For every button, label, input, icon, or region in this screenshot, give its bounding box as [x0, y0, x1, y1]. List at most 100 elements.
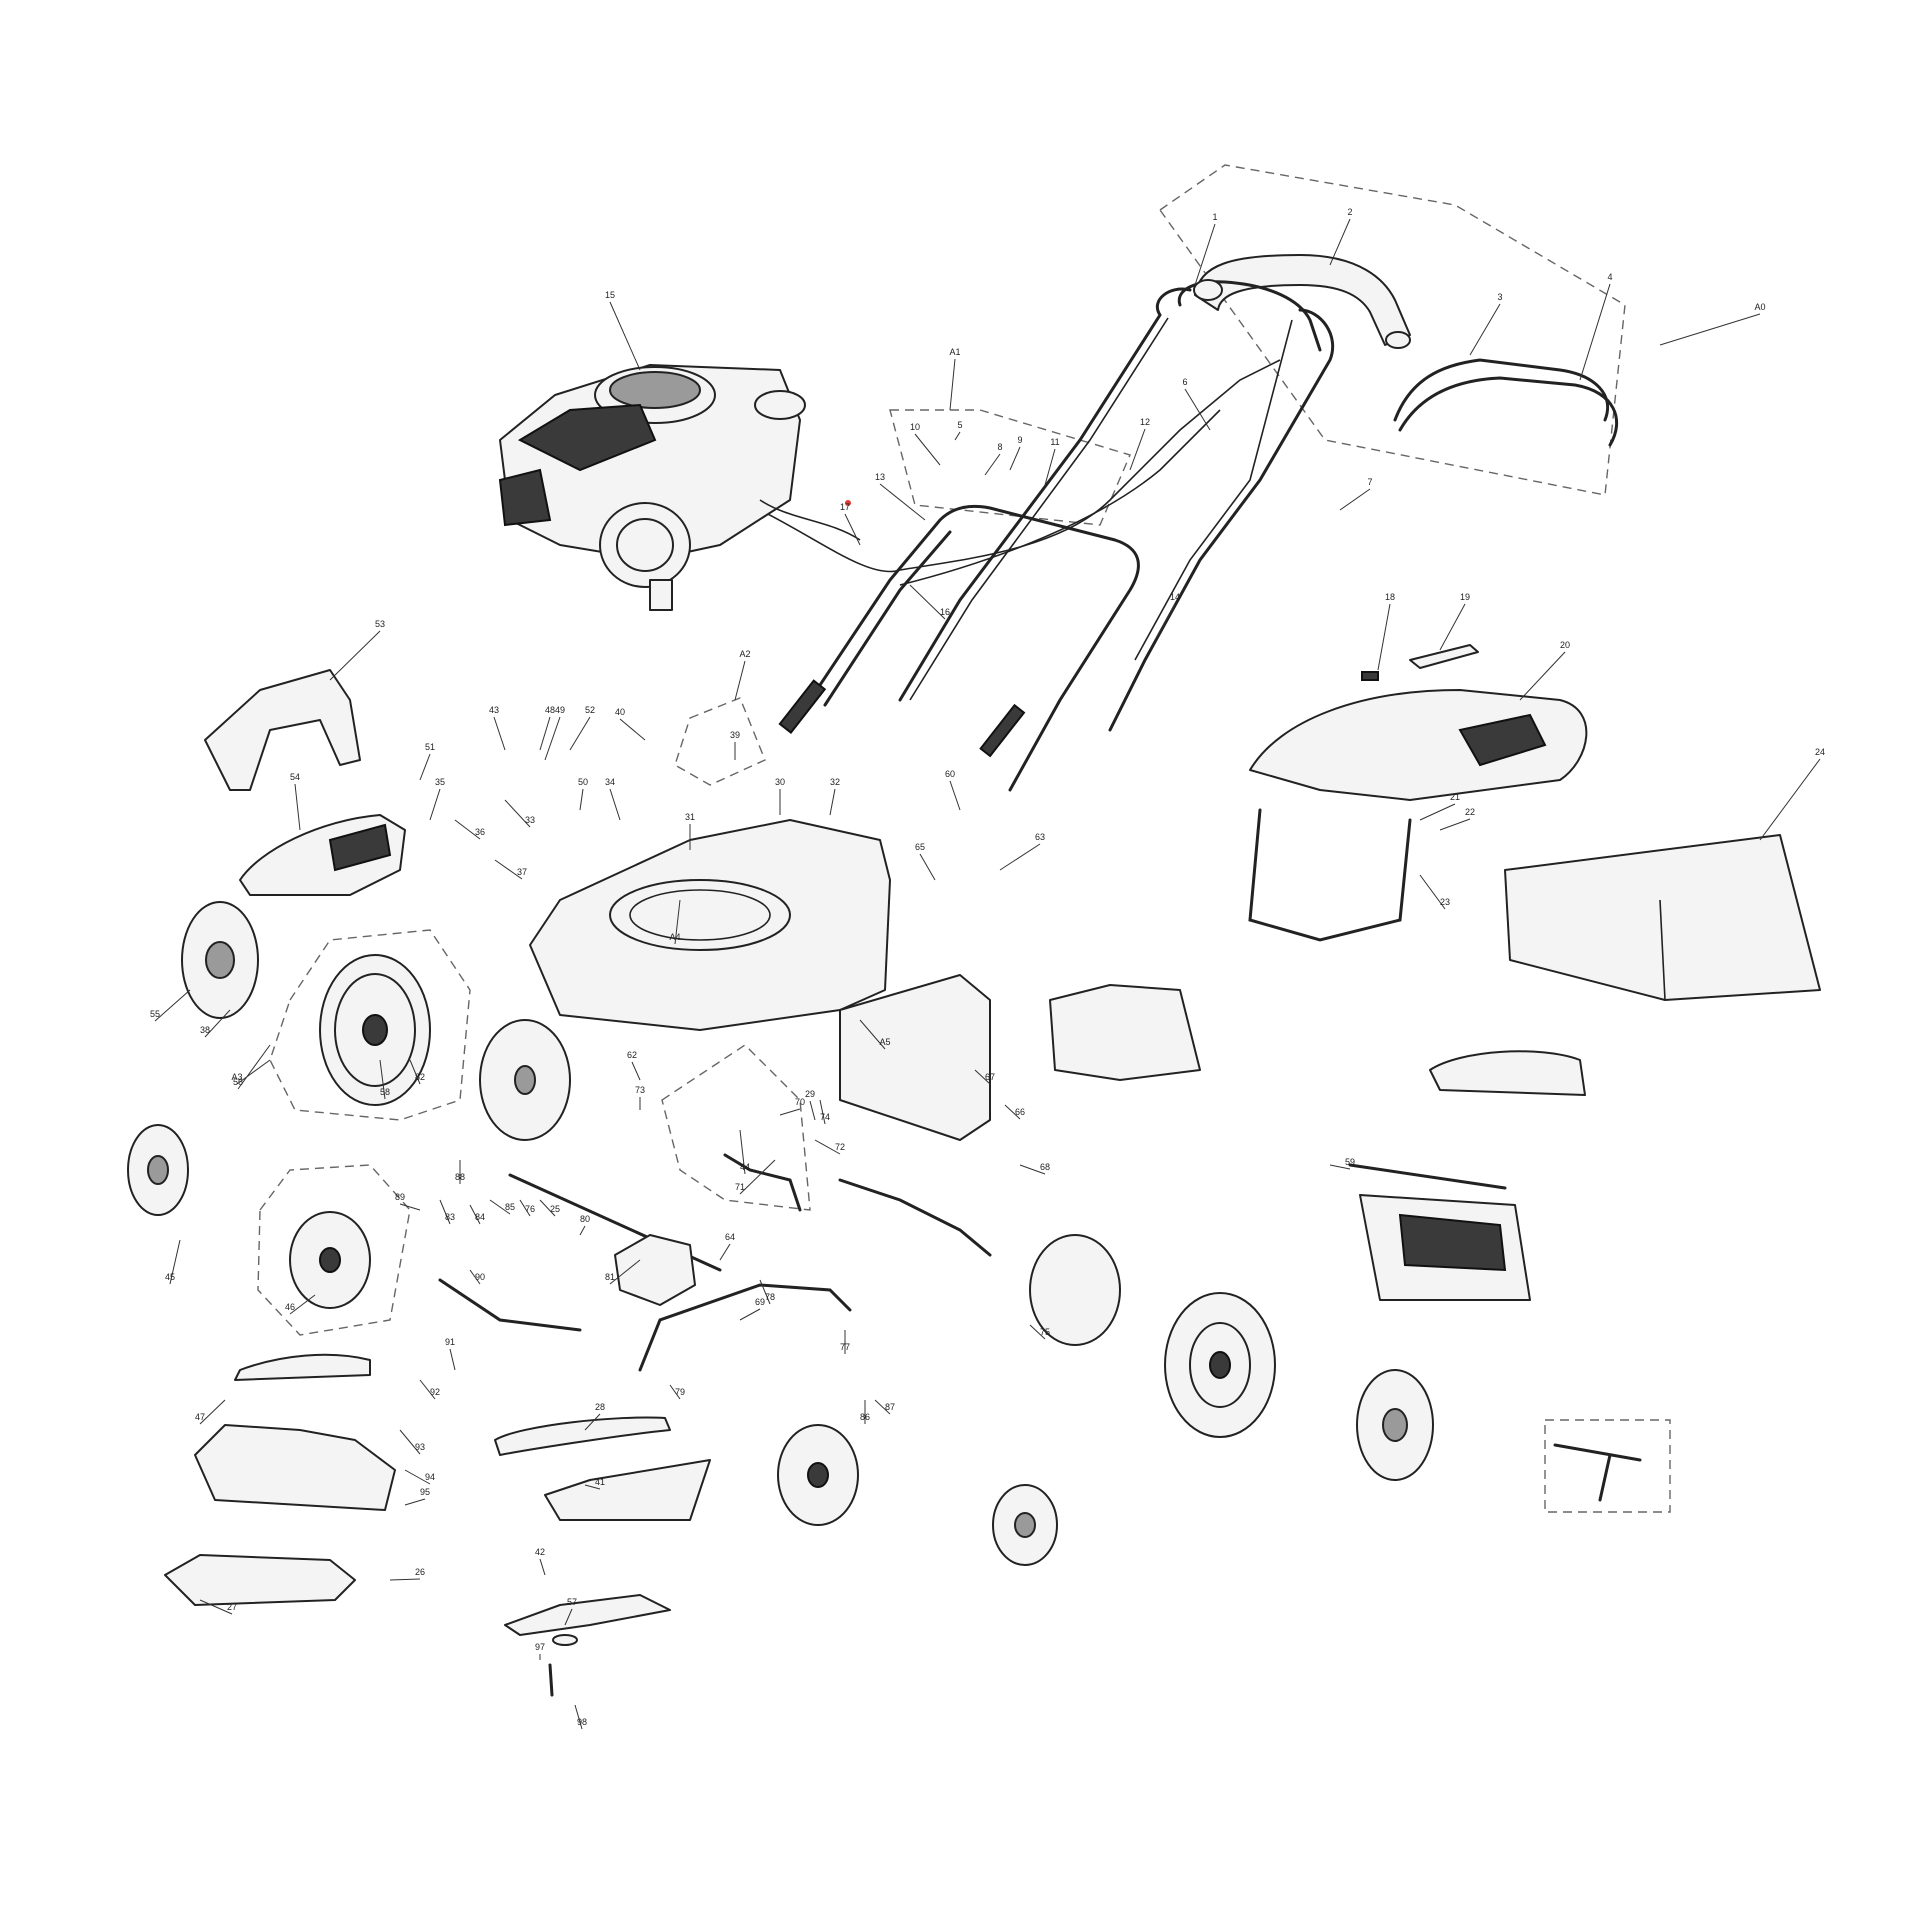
callout-label: 94	[425, 1472, 435, 1482]
spark-plug-wrench-59	[1553, 1443, 1642, 1502]
callout-label: 80	[580, 1214, 590, 1224]
callout-label: 45	[165, 1272, 175, 1282]
callout-label: 6	[1182, 377, 1187, 387]
callout-label: 44	[740, 1162, 750, 1172]
callout-label: 85	[505, 1202, 515, 1212]
callout-label: 39	[730, 730, 740, 740]
callout-leader	[539, 716, 551, 751]
callout-label: 98	[577, 1717, 587, 1727]
callout-leader	[1004, 1104, 1021, 1120]
lift-axle-85	[438, 1278, 582, 1332]
callout-leader	[919, 853, 936, 881]
callout-label: 42	[535, 1547, 545, 1557]
group-box-a4	[661, 1044, 811, 1211]
callout-label: 8	[997, 442, 1002, 452]
callout-leader	[169, 1239, 181, 1285]
callout-label: 31	[685, 812, 695, 822]
callout-leader	[294, 783, 301, 831]
rear-bumper-41	[1429, 1050, 1586, 1096]
callout-label: 20	[1560, 640, 1570, 650]
callout-leader	[404, 1498, 426, 1506]
callout-leader	[609, 301, 641, 371]
callout-label: 75	[1040, 1327, 1050, 1337]
callout-label: 1	[1212, 212, 1217, 222]
callout-leader	[739, 1159, 776, 1195]
callout-label: 71	[735, 1182, 745, 1192]
callout-leader	[1029, 1324, 1046, 1340]
callout-leader	[1439, 603, 1466, 651]
callout-leader	[199, 1399, 226, 1425]
callout-leader	[954, 431, 961, 441]
discharge-chute-31	[839, 974, 991, 1141]
upper-handle-bar	[1194, 254, 1411, 346]
callout-label: 57	[567, 1597, 577, 1607]
callout-label: A0	[1754, 302, 1765, 312]
callout-leader	[329, 630, 381, 681]
callout-label: 15	[605, 290, 615, 300]
callout-label: 48	[545, 705, 555, 715]
callout-leader	[844, 513, 861, 546]
callout-leader	[574, 1704, 583, 1730]
callout-label: 54	[290, 772, 300, 782]
callout-label: 63	[1035, 832, 1045, 842]
callout-leader	[399, 1429, 421, 1455]
fan-disc-59	[479, 1019, 571, 1141]
part-19	[1409, 644, 1479, 669]
callout-leader	[779, 1108, 801, 1116]
callout-leader	[199, 1599, 233, 1615]
callout-leader	[404, 1469, 431, 1485]
callout-label: 74	[820, 1112, 830, 1122]
control-bail-3	[1393, 358, 1610, 422]
callout-label: 37	[517, 867, 527, 877]
callout-label: 10	[910, 422, 920, 432]
callout-label: 64	[725, 1232, 735, 1242]
callout-leader	[1184, 388, 1211, 431]
callout-leader	[949, 780, 961, 811]
callout-leader	[419, 753, 431, 781]
callout-label: 83	[445, 1212, 455, 1222]
callout-label: 18	[1385, 592, 1395, 602]
callout-label: A1	[949, 347, 960, 357]
control-bail-4	[1398, 376, 1619, 447]
wheel-cover-59-right	[1029, 1234, 1121, 1346]
deflector-92	[544, 1459, 711, 1521]
group-box-a0	[1159, 164, 1626, 496]
callout-label: 86	[860, 1412, 870, 1422]
callout-label: 24	[1815, 747, 1825, 757]
blade-93	[504, 1594, 671, 1636]
callout-label: 88	[455, 1172, 465, 1182]
callout-label: 72	[835, 1142, 845, 1152]
callout-leader	[759, 1279, 771, 1305]
callout-label: 2	[1347, 207, 1352, 217]
callout-leader	[379, 1059, 386, 1100]
callout-leader	[469, 1269, 481, 1285]
callout-leader	[1329, 1164, 1351, 1170]
callout-leader	[734, 660, 746, 701]
grass-bag	[1504, 834, 1821, 1001]
callout-label: A4	[669, 932, 680, 942]
wheel-cover-83-left	[127, 1124, 189, 1216]
callout-label: 21	[1450, 792, 1460, 802]
deck-motor-opening-inner	[629, 889, 771, 941]
callout-leader	[289, 1294, 316, 1315]
wheel-cover-55-left	[181, 901, 259, 1019]
callout-leader	[609, 788, 621, 821]
height-lever-66	[838, 1178, 992, 1257]
callout-leader	[739, 1308, 761, 1321]
callout-label: 69	[755, 1297, 765, 1307]
height-lever-bar-68	[638, 1283, 852, 1372]
callout-leader	[859, 1019, 886, 1050]
grass-bag-edge	[1659, 899, 1666, 1001]
blade-washer-94	[552, 1634, 578, 1646]
callout-leader	[579, 1225, 586, 1236]
group-box-a1	[889, 409, 1131, 526]
callout-leader	[909, 584, 946, 620]
callout-label: 30	[775, 777, 785, 787]
callout-label: 81	[605, 1272, 615, 1282]
callout-label: 91	[445, 1337, 455, 1347]
callout-leader	[236, 1059, 271, 1085]
callout-label: 50	[578, 777, 588, 787]
callout-label: 7	[1367, 477, 1372, 487]
